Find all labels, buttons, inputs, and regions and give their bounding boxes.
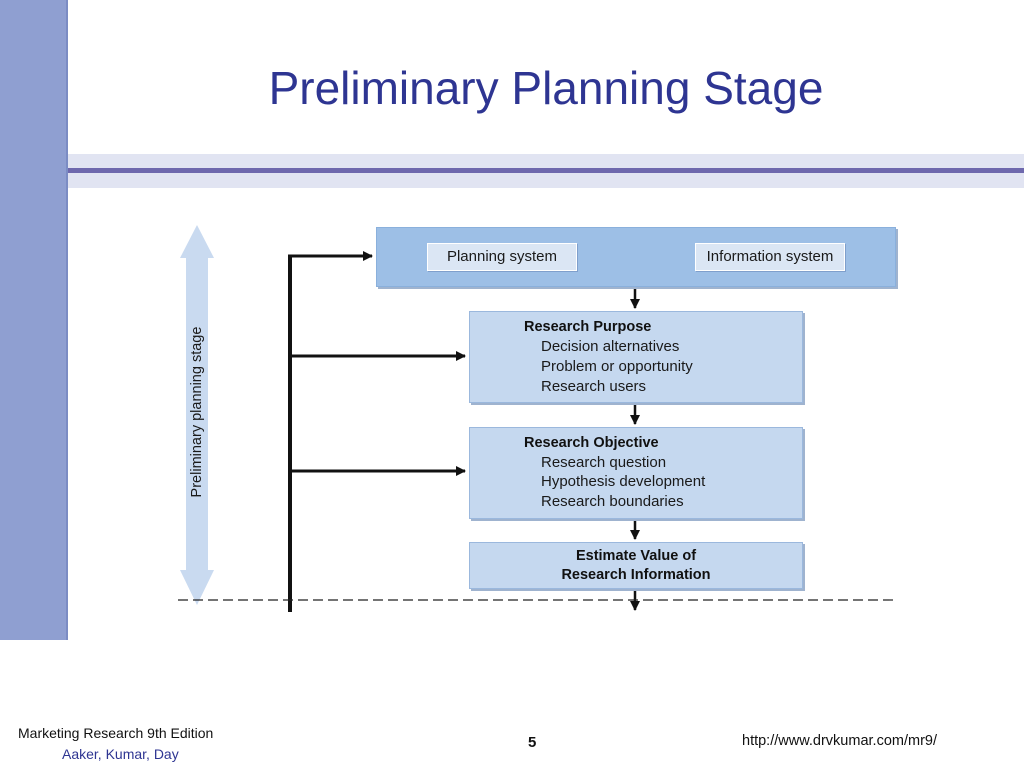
planning-system-pill: Planning system xyxy=(427,243,577,271)
estimate-value-text: Estimate Value of Research Information xyxy=(470,547,802,585)
page-number: 5 xyxy=(528,734,537,751)
side-label: Preliminary planning stage xyxy=(189,326,205,498)
estimate-value-box: Estimate Value of Research Information xyxy=(469,542,803,589)
list-item: Decision alternatives xyxy=(541,338,680,355)
footer-edition: Marketing Research 9th Edition xyxy=(18,725,214,741)
title-divider xyxy=(68,168,1024,173)
estimate-line-2: Research Information xyxy=(561,567,711,583)
slide-title: Preliminary Planning Stage xyxy=(268,62,824,114)
list-item: Research users xyxy=(541,378,647,395)
information-system-pill: Information system xyxy=(695,243,845,271)
side-double-arrow xyxy=(180,225,214,605)
list-item: Problem or opportunity xyxy=(541,358,693,375)
footer-url[interactable]: http://www.drvkumar.com/mr9/ xyxy=(742,733,937,749)
research-objective-heading: Research Objective xyxy=(524,435,659,451)
list-item: Hypothesis development xyxy=(541,473,706,490)
research-purpose-box: Research Purpose Decision alternatives P… xyxy=(469,311,803,403)
footer-authors: Aaker, Kumar, Day xyxy=(62,746,179,762)
estimate-line-1: Estimate Value of xyxy=(575,548,697,564)
research-purpose-heading: Research Purpose xyxy=(524,319,652,335)
list-item: Research question xyxy=(541,454,667,471)
systems-box: Planning system Information system xyxy=(376,227,896,287)
list-item: Research boundaries xyxy=(541,493,684,510)
research-objective-box: Research Objective Research question Hyp… xyxy=(469,427,803,519)
left-accent-edge xyxy=(66,0,68,640)
left-accent-bar xyxy=(0,0,68,640)
